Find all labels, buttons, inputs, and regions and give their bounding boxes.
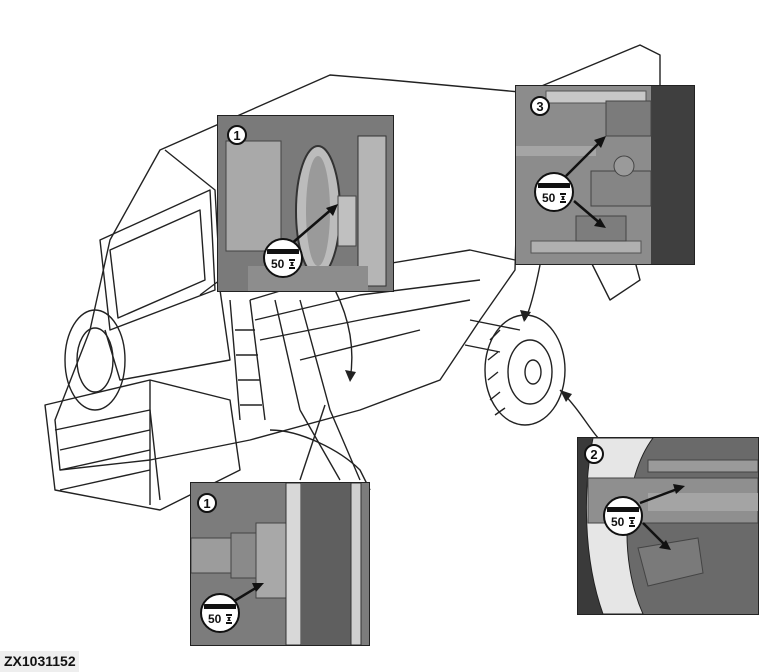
inset-photo-1-upper-art <box>218 116 393 291</box>
callout-number-1-lower: 1 <box>197 493 217 513</box>
lube-interval-value: 50 <box>208 612 222 626</box>
lubricant-symbol-3: 50 <box>534 172 574 212</box>
inset-photo-3-art <box>516 86 694 264</box>
lube-interval-value: 50 <box>271 257 285 271</box>
grease-bar-icon <box>538 183 570 188</box>
lube-interval-value: 50 <box>611 515 625 529</box>
hourglass-icon <box>629 517 635 527</box>
lubricant-symbol-1-lower: 50 <box>200 593 240 633</box>
inset-photo-2: 2 50 <box>577 437 759 615</box>
hourglass-icon <box>560 193 566 203</box>
callout-number-2: 2 <box>584 444 604 464</box>
hourglass-icon <box>289 259 295 269</box>
lubricant-symbol-2: 50 <box>603 496 643 536</box>
grease-bar-icon <box>204 604 236 609</box>
callout-number-3: 3 <box>530 96 550 116</box>
lubricant-symbol-1-upper: 50 <box>263 238 303 278</box>
figure-id-label: ZX1031152 <box>0 651 79 672</box>
grease-bar-icon <box>267 249 299 254</box>
grease-bar-icon <box>607 507 639 512</box>
inset-photo-1-upper: 1 50 <box>217 115 394 292</box>
callout-number-1-upper: 1 <box>227 125 247 145</box>
inset-photo-3: 3 50 <box>515 85 695 265</box>
inset-photo-1-lower: 1 50 <box>190 482 370 646</box>
lube-interval-value: 50 <box>542 191 556 205</box>
hourglass-icon <box>226 614 232 624</box>
